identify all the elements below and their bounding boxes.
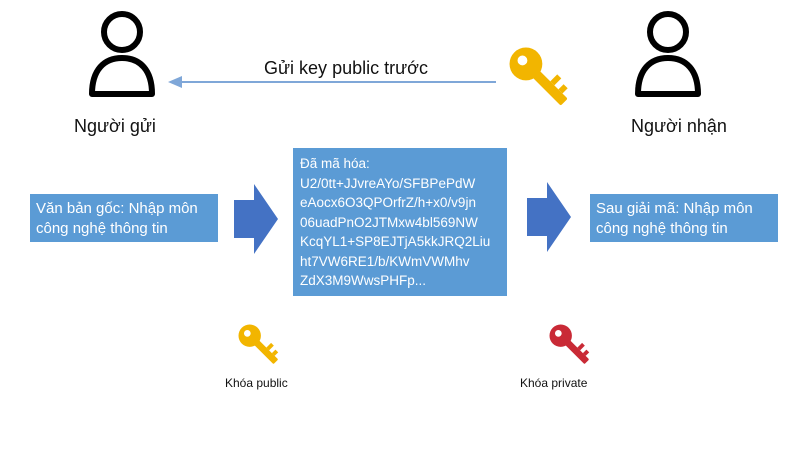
left-arrow-connector <box>168 76 496 88</box>
private-key-caption: Khóa private <box>520 376 588 390</box>
receiver-label: Người nhận <box>631 116 727 136</box>
receiver-person-icon <box>632 8 704 98</box>
send-public-key-label: Gửi key public trước <box>264 58 428 78</box>
encrypt-arrow-icon <box>234 184 278 254</box>
private-key-icon <box>543 318 599 374</box>
ciphertext-line: U2/0tt+JJvreAYo/SFBPePdW <box>300 175 476 191</box>
sender-person-icon <box>86 8 158 98</box>
public-key-icon <box>232 318 288 374</box>
ciphertext-line: ZdX3M9WwsPHFp... <box>300 273 427 288</box>
public-key-icon-top <box>500 38 582 120</box>
ciphertext-line: ht7VW6RE1/b/KWmVWMhv <box>300 253 470 269</box>
decrypt-arrow-icon <box>527 182 571 252</box>
ciphertext-line: KcqYL1+SP8EJTjA5kkJRQ2Liu <box>300 234 491 249</box>
ciphertext-line: Đã mã hóa: <box>300 156 370 171</box>
ciphertext-line: 06uadPnO2JTMxw4bl569NW <box>300 214 478 230</box>
decrypted-box: Sau giải mã: Nhập môn công nghệ thông ti… <box>590 194 778 242</box>
public-key-caption: Khóa public <box>225 376 288 390</box>
ciphertext-box: Đã mã hóa: U2/0tt+JJvreAYo/SFBPePdW eAoc… <box>293 148 507 296</box>
ciphertext-line: eAocx6O3QPOrfrZ/h+x0/v9jn <box>300 195 476 210</box>
sender-label: Người gửi <box>74 116 156 136</box>
plaintext-box: Văn bản gốc: Nhập môn công nghệ thông ti… <box>30 194 218 242</box>
